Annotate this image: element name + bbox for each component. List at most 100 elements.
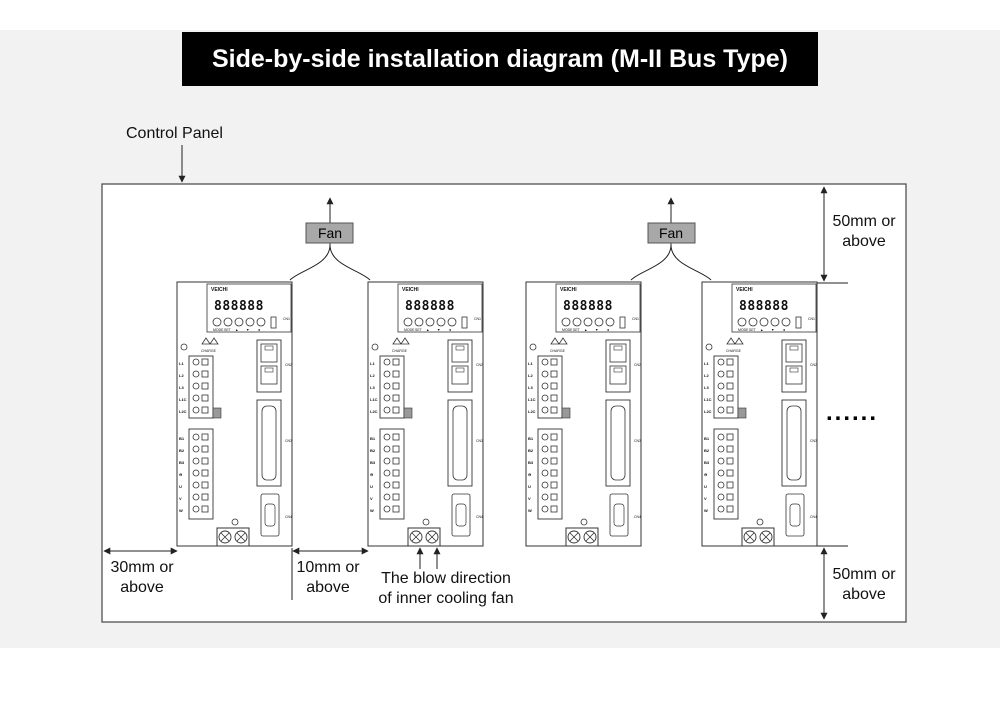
drive-key-label: ▼	[771, 328, 774, 332]
bottom-ground-icon	[231, 518, 239, 526]
drive-key-button	[403, 317, 413, 327]
terminal-screw	[717, 382, 725, 390]
drive-key-button	[781, 317, 791, 327]
side-clearance-label: 30mm or above	[104, 558, 180, 598]
rj45-latch	[264, 345, 274, 351]
drive-key-button	[770, 317, 780, 327]
terminal-label: U	[179, 484, 182, 489]
cn-label: CN2	[810, 363, 817, 367]
terminal-screw	[383, 457, 391, 465]
drive-brand-text: VEICHI	[560, 287, 577, 293]
drive-key-label: ▲	[235, 328, 238, 332]
terminal-slot	[726, 406, 734, 414]
ground-icon	[371, 343, 379, 351]
encoder-connector-shell	[789, 503, 801, 527]
terminal-slot	[201, 358, 209, 366]
drive-key-button	[414, 317, 424, 327]
terminal-label: W	[179, 508, 183, 513]
terminal-label: U	[704, 484, 707, 489]
io-connector-block	[447, 399, 473, 487]
power-terminal-block	[713, 355, 739, 419]
terminal-slot	[550, 481, 558, 489]
terminal-clip	[737, 407, 747, 419]
cn-label: CN4	[634, 515, 641, 519]
terminal-label: L3	[179, 385, 184, 390]
terminal-screw	[717, 481, 725, 489]
terminal-screw	[717, 406, 725, 414]
cn-label: CN1	[632, 317, 639, 321]
terminal-slot	[392, 457, 400, 465]
usb-port-icon	[619, 316, 626, 329]
terminal-slot	[201, 382, 209, 390]
cooling-fan-icon	[425, 530, 439, 544]
drive-key-button	[561, 317, 571, 327]
bottom-ground-icon	[422, 518, 430, 526]
fan-blade-icon	[236, 532, 246, 542]
drive-key-button	[447, 317, 457, 327]
terminal-slot	[201, 406, 209, 414]
terminal-slot	[392, 433, 400, 441]
terminal-label: L2C	[179, 409, 187, 414]
encoder-connector	[260, 493, 280, 537]
drive-key-label: ▼	[595, 328, 598, 332]
bottom-clearance-line-1: 50mm or	[832, 566, 896, 583]
drive-key-button	[572, 317, 582, 327]
warning-icon	[392, 337, 410, 345]
terminal-label: ⊖	[370, 472, 374, 477]
drive-display-panel	[397, 283, 483, 333]
terminal-label: L1C	[704, 397, 712, 402]
terminal-screw	[383, 394, 391, 402]
terminal-slot	[201, 493, 209, 501]
terminal-screw	[383, 445, 391, 453]
terminal-label: B3	[704, 460, 710, 465]
cooling-fan-icon	[759, 530, 773, 544]
terminal-screw	[192, 505, 200, 513]
terminal-screw	[541, 493, 549, 501]
blow-direction-line-1: The blow direction	[381, 570, 511, 587]
terminal-slot	[201, 469, 209, 477]
gap-clearance-line-1: 10mm or	[296, 559, 360, 576]
drive-brand-text: VEICHI	[736, 287, 753, 293]
terminal-label: B3	[528, 460, 534, 465]
cn-label: CN4	[476, 515, 483, 519]
drive-key-button	[425, 317, 435, 327]
terminal-label: L2	[528, 373, 533, 378]
cooling-fan-icon	[583, 530, 597, 544]
rj45-port-icon	[785, 365, 803, 385]
cn-label: CN4	[285, 515, 292, 519]
terminal-label: V	[370, 496, 373, 501]
terminal-label: U	[370, 484, 373, 489]
cn-label: CN1	[474, 317, 481, 321]
rj45-block	[605, 339, 631, 393]
terminal-screw	[717, 433, 725, 441]
drive-display-panel	[206, 283, 292, 333]
terminal-label: B3	[370, 460, 376, 465]
terminal-screw	[541, 445, 549, 453]
drive-key-button	[594, 317, 604, 327]
cn-label: CN1	[283, 317, 290, 321]
terminal-label: V	[528, 496, 531, 501]
terminal-screw	[541, 394, 549, 402]
rj45-port-icon	[609, 343, 627, 363]
rj45-latch	[264, 367, 274, 373]
cooling-fan-housing	[565, 527, 599, 547]
terminal-screw	[192, 457, 200, 465]
gap-clearance-line-2: above	[306, 579, 350, 596]
cooling-fan-housing	[741, 527, 775, 547]
motor-terminal-block	[379, 428, 405, 520]
terminal-label: W	[528, 508, 532, 513]
terminal-slot	[392, 445, 400, 453]
rj45-latch	[455, 345, 465, 351]
terminal-label: B2	[704, 448, 710, 453]
terminal-screw	[717, 370, 725, 378]
terminal-slot	[550, 505, 558, 513]
drive-seg-display: 888888	[214, 299, 264, 314]
terminal-screw	[192, 358, 200, 366]
terminal-screw	[383, 382, 391, 390]
ground-icon	[180, 343, 188, 351]
terminal-screw	[192, 481, 200, 489]
io-connector-shell	[261, 405, 277, 481]
drive-brand-text: VEICHI	[211, 287, 228, 293]
